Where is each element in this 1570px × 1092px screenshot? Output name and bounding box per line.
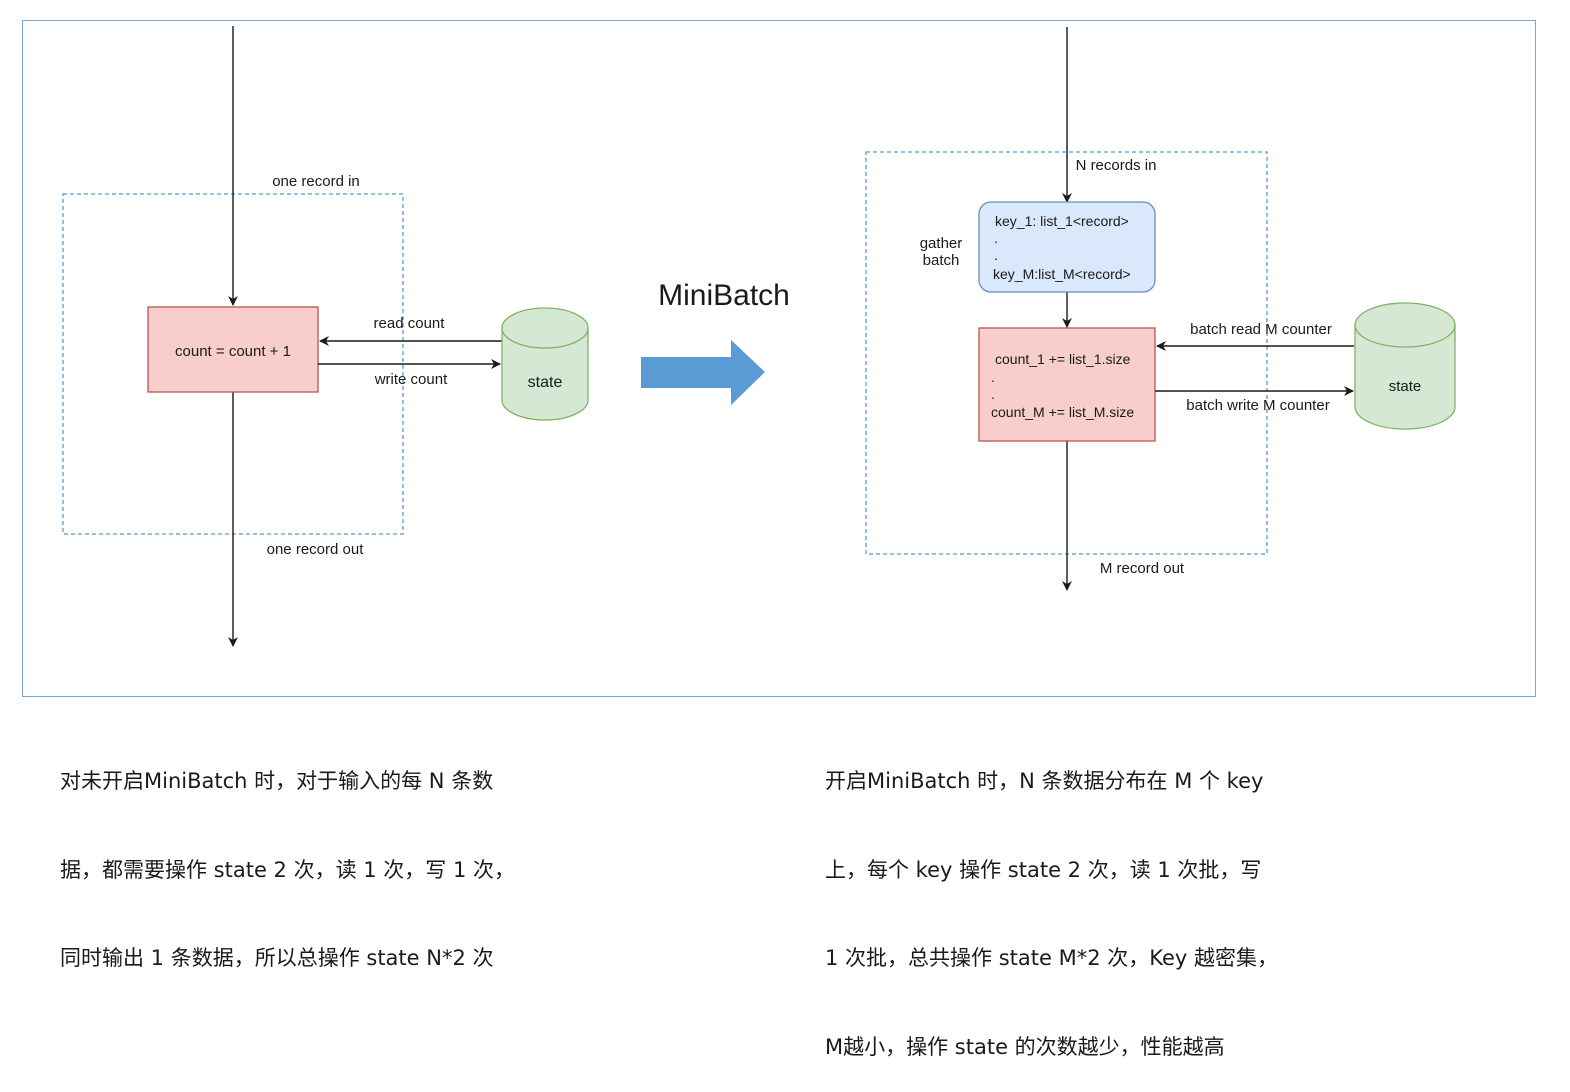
left-input-label: one record in	[272, 173, 360, 190]
gather-batch-label-line-1: gather	[920, 235, 963, 252]
operator-line-last: count_M += list_M.size	[991, 404, 1134, 420]
right-batch-box	[978, 201, 1156, 293]
right-operator-box	[978, 327, 1156, 442]
left-state-cylinder	[501, 307, 589, 421]
batch-line-dot-1: .	[994, 230, 998, 246]
operator-line-first: count_1 += list_1.size	[995, 351, 1131, 367]
left-read-label: read count	[374, 315, 446, 332]
right-caption: 开启MiniBatch 时，N 条数据分布在 M 个 key 上，每个 key …	[825, 708, 1278, 1092]
transition: MiniBatch	[641, 279, 790, 405]
left-output-label: one record out	[267, 541, 365, 558]
operator-line-dot-1: .	[991, 369, 995, 385]
left-caption-line-2: 据，都需要操作 state 2 次，读 1 次，写 1 次，	[60, 857, 516, 882]
big-right-arrow-icon	[641, 340, 765, 405]
left-caption-line-1: 对未开启MiniBatch 时，对于输入的每 N 条数	[60, 769, 494, 793]
batch-line-dot-2: .	[994, 247, 998, 263]
batch-line-last: key_M:list_M<record>	[993, 266, 1131, 282]
operator-line-dot-2: .	[991, 386, 995, 402]
right-write-label: batch write M counter	[1186, 397, 1329, 414]
right-caption-line-2: 上，每个 key 操作 state 2 次，读 1 次批，写	[825, 857, 1262, 882]
left-panel: one record in one record out count = cou…	[62, 26, 589, 647]
right-caption-line-3: 1 次批，总共操作 state M*2 次，Key 越密集，	[825, 946, 1278, 970]
right-output-label: M record out	[1100, 560, 1185, 577]
right-state-cylinder	[1354, 302, 1456, 430]
left-operator-box	[147, 306, 319, 393]
gather-batch-label-line-2: batch	[923, 252, 960, 269]
transition-label: MiniBatch	[658, 279, 790, 312]
right-read-label: batch read M counter	[1190, 321, 1332, 338]
left-operator-text: count = count + 1	[175, 343, 291, 360]
right-caption-line-1: 开启MiniBatch 时，N 条数据分布在 M 个 key	[825, 769, 1264, 793]
minibatch-diagram: one record in one record out count = cou…	[62, 26, 1456, 647]
diagram-frame	[22, 20, 1536, 697]
batch-line-first: key_1: list_1<record>	[995, 213, 1129, 229]
right-state-label: state	[1389, 378, 1422, 395]
right-caption-line-4: M越小，操作 state 的次数越少，性能越高	[825, 1034, 1225, 1059]
left-caption-line-3: 同时输出 1 条数据，所以总操作 state N*2 次	[60, 946, 494, 970]
left-write-label: write count	[374, 371, 448, 388]
left-state-label: state	[528, 374, 563, 391]
right-panel: N records in M record out gather batch k…	[865, 27, 1456, 591]
right-input-label: N records in	[1076, 157, 1157, 174]
left-caption: 对未开启MiniBatch 时，对于输入的每 N 条数 据，都需要操作 stat…	[60, 708, 515, 1003]
